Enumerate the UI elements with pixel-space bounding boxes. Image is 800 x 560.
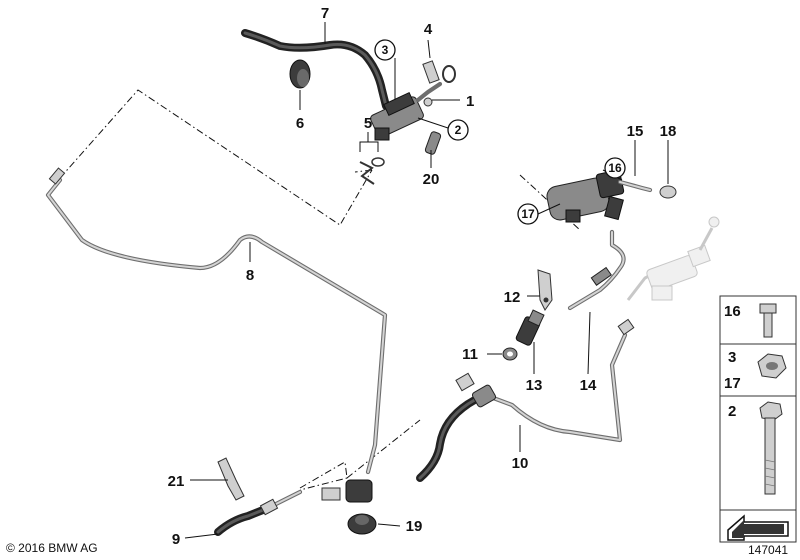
bottom-fitting	[321, 479, 373, 503]
clutch-hose	[416, 372, 497, 482]
label-15: 15	[627, 123, 644, 140]
label-1: 1	[466, 93, 474, 110]
dashed-connection-lines	[59, 89, 581, 491]
label-5: 5	[364, 115, 372, 132]
label-16: 16	[608, 161, 622, 175]
part-7-feed-hose	[241, 29, 390, 110]
nut-icon	[757, 353, 787, 379]
label-11: 11	[462, 346, 478, 363]
legend-bolt-label: 16	[724, 303, 741, 320]
part-15-slave-cylinder	[546, 169, 653, 223]
label-19: 19	[406, 518, 423, 535]
legend-nut-label-bottom: 17	[724, 375, 741, 392]
hardware-legend: 16 3 17 2	[719, 295, 797, 543]
part-6-plug	[289, 59, 311, 89]
label-9: 9	[172, 531, 180, 548]
part-10-clutch-pipe	[485, 318, 635, 443]
label-14: 14	[580, 377, 597, 394]
label-12: 12	[504, 289, 521, 306]
part-20-sleeve	[424, 131, 442, 155]
label-17: 17	[521, 207, 535, 221]
label-4: 4	[424, 21, 433, 38]
part-21-bracket	[217, 457, 245, 501]
legend-long-bolt-label: 2	[728, 403, 736, 420]
diagram-id: 147041	[748, 543, 788, 557]
arrow-icon	[727, 514, 789, 541]
part-5-clip	[359, 157, 385, 185]
part-11-seal-ring	[502, 347, 518, 361]
part-9-hose	[214, 489, 303, 536]
part-12-bracket	[537, 269, 553, 311]
callout-labels: 1 2 3 4 5 6 7 8 9 10 11 12 13 14 15 16 1…	[168, 5, 677, 548]
label-2: 2	[455, 123, 462, 137]
part-14-pipe	[567, 229, 626, 311]
leader-lines	[184, 22, 669, 539]
copyright-text: © 2016 BMW AG	[6, 541, 98, 555]
part-4-clevis	[422, 60, 456, 84]
long-bolt-icon	[759, 401, 783, 495]
part-18-cap	[659, 185, 677, 199]
legend-nut-label-top: 3	[728, 349, 736, 366]
label-13: 13	[526, 377, 543, 394]
label-20: 20	[423, 171, 440, 188]
label-3: 3	[382, 43, 389, 57]
label-7: 7	[321, 5, 329, 22]
part-1-master-cylinder	[370, 81, 443, 141]
part-19-grommet	[347, 513, 377, 535]
label-10: 10	[512, 455, 529, 472]
part-8-clutch-pipe	[45, 167, 388, 475]
label-18: 18	[660, 123, 677, 140]
label-6: 6	[296, 115, 304, 132]
label-8: 8	[246, 267, 254, 284]
bolt-icon	[759, 303, 777, 338]
ghost-master-cylinder	[626, 216, 720, 301]
part-13-coupling	[515, 309, 545, 346]
label-21: 21	[168, 473, 185, 490]
